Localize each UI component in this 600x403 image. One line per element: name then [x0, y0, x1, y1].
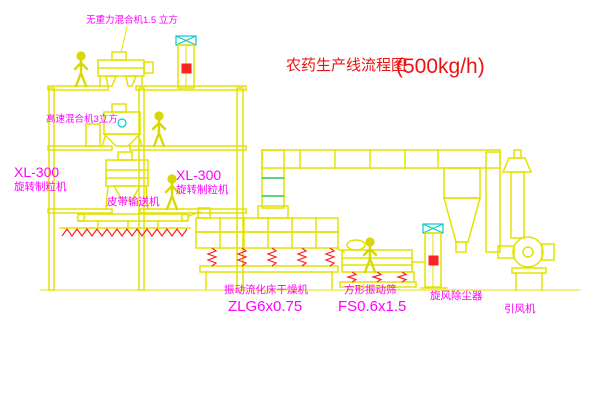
label-cyclone: 旋风除尘器 — [430, 289, 483, 302]
worker-figure — [362, 237, 378, 274]
bucket-elevator-2 — [420, 223, 448, 289]
bucket-elevator-1 — [175, 35, 197, 89]
worker-figure — [151, 111, 167, 148]
diagram-title: 农药生产线流程图 — [286, 57, 406, 74]
gravity-free-mixer — [97, 26, 154, 87]
label-top-mixer: 无重力混合机1.5 立方 — [86, 14, 178, 26]
label-dryer-model: ZLG6x0.75 — [228, 298, 302, 315]
label-sieve-name: 方形振动筛 — [344, 283, 397, 296]
diagram-title-capacity: (500kg/h) — [396, 55, 485, 78]
belt-conveyor-equipment — [76, 211, 201, 229]
label-granulator-left-name: 旋转制粒机 — [14, 180, 67, 193]
worker-figure — [73, 51, 89, 88]
ground-hatch — [59, 227, 191, 238]
label-sieve-model: FS0.6x1.5 — [338, 298, 406, 315]
high-speed-mixer — [101, 103, 143, 147]
label-dryer-name: 振动流化床干燥机 — [224, 283, 308, 296]
dryer-springs — [206, 247, 336, 267]
label-fan: 引风机 — [504, 302, 536, 315]
cyclone-equipment — [443, 167, 481, 253]
exhaust-duct — [261, 149, 501, 209]
fluid-bed-dryer-equipment — [195, 205, 346, 290]
label-granulator-left-model: XL-300 — [14, 164, 59, 180]
duct-flanges — [262, 177, 284, 197]
sieve-springs — [345, 271, 408, 283]
control-cabinet — [85, 123, 101, 147]
fan-and-stack — [485, 149, 555, 291]
vibrating-sieve-equipment — [339, 239, 424, 288]
rotary-granulator — [105, 151, 149, 210]
building-frame — [39, 85, 581, 291]
label-granulator-center-model: XL-300 — [176, 167, 221, 183]
label-granulator-center-name: 旋转制粒机 — [176, 183, 229, 196]
label-high-speed-mixer: 高速混合机3立方 — [46, 113, 118, 125]
label-belt-conveyor: 皮带输送机 — [107, 195, 160, 208]
